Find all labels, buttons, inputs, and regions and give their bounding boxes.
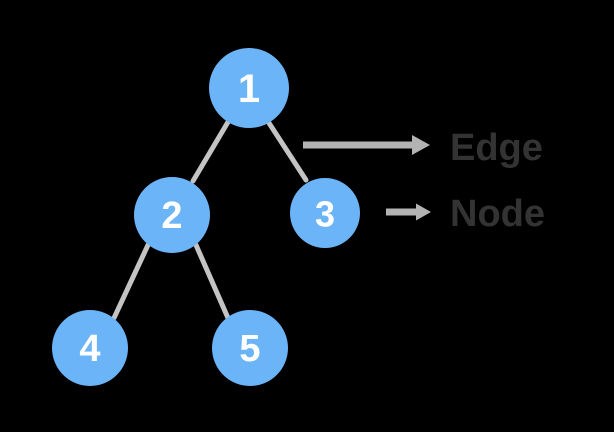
tree-node-5[interactable]: 5: [212, 310, 288, 386]
node-value-4: 4: [79, 328, 100, 370]
tree-node-4[interactable]: 4: [52, 310, 128, 386]
edges-group: [111, 119, 309, 321]
arrow-head: [412, 135, 430, 155]
tree-node-1[interactable]: 1: [209, 48, 289, 128]
legend-label-node: Node: [450, 193, 545, 235]
nodes-group: 1 2 3 4 5: [52, 48, 360, 386]
annotation-pointers-group: [303, 135, 431, 221]
arrow-icon-node: [386, 203, 431, 221]
node-circle-4[interactable]: [52, 310, 128, 386]
tree-edge-n1-n3: [266, 120, 309, 183]
node-value-1: 1: [238, 67, 260, 111]
legend-label-edge: Edge: [450, 127, 543, 169]
tree-node-3[interactable]: 3: [290, 178, 360, 248]
node-value-5: 5: [239, 328, 260, 370]
tree-node-2[interactable]: 2: [134, 177, 210, 253]
node-circle-2[interactable]: [134, 177, 210, 253]
node-circle-5[interactable]: [212, 310, 288, 386]
tree-edge-n1-n2: [190, 119, 231, 184]
tree-edge-n2-n5: [193, 242, 231, 321]
tree-edge-n2-n4: [111, 242, 151, 321]
node-value-3: 3: [315, 194, 335, 235]
arrow-head: [416, 203, 431, 221]
arrow-icon-edge: [303, 135, 430, 155]
node-value-2: 2: [161, 195, 182, 237]
node-circle-1[interactable]: [209, 48, 289, 128]
node-circle-3[interactable]: [290, 178, 360, 248]
